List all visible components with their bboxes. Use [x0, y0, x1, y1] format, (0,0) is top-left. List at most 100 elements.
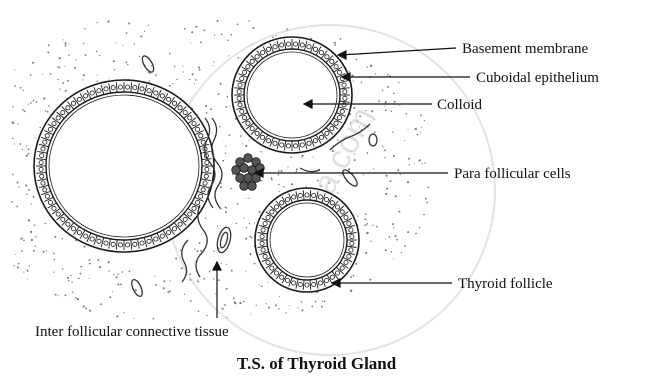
- stipple-dot: [260, 151, 261, 152]
- stipple-dot: [417, 134, 419, 136]
- stipple-dot: [240, 135, 242, 137]
- stipple-dot: [89, 278, 90, 279]
- stipple-dot: [85, 54, 87, 56]
- stipple-dot: [70, 275, 71, 276]
- stipple-dot: [25, 184, 27, 186]
- stipple-dot: [108, 261, 110, 263]
- stipple-dot: [424, 162, 425, 163]
- stipple-dot: [22, 109, 24, 111]
- stipple-dot: [144, 31, 145, 32]
- stipple-dot: [80, 273, 82, 275]
- stipple-dot: [23, 90, 24, 91]
- stipple-dot: [140, 36, 142, 38]
- stipple-dot: [24, 110, 26, 112]
- stipple-dot: [39, 127, 41, 129]
- stipple-dot: [400, 174, 401, 175]
- stipple-dot: [62, 238, 63, 239]
- stipple-dot: [392, 131, 393, 132]
- stipple-dot: [289, 305, 290, 306]
- stipple-dot: [383, 147, 384, 148]
- stipple-dot: [122, 271, 124, 273]
- stipple-dot: [415, 233, 417, 235]
- stipple-dot: [271, 177, 273, 179]
- stipple-dot: [194, 83, 195, 84]
- parafollicular-cell: [244, 154, 253, 163]
- stipple-dot: [365, 213, 367, 215]
- stipple-dot: [245, 145, 247, 147]
- stipple-dot: [248, 140, 249, 141]
- stipple-dot: [370, 241, 371, 242]
- thyroid-follicle-large: [34, 80, 214, 252]
- stipple-dot: [339, 38, 341, 40]
- label-para-follicular-cells: Para follicular cells: [454, 166, 571, 182]
- stipple-dot: [19, 143, 21, 145]
- stipple-dot: [248, 198, 249, 199]
- stipple-dot: [409, 195, 410, 196]
- stipple-dot: [36, 101, 38, 103]
- stipple-dot: [422, 163, 423, 164]
- stipple-dot: [249, 236, 251, 238]
- stipple-dot: [243, 218, 244, 219]
- stipple-dot: [216, 20, 218, 22]
- stipple-dot: [392, 223, 394, 225]
- stipple-dot: [57, 79, 59, 81]
- stipple-dot: [68, 280, 70, 282]
- stipple-dot: [251, 313, 252, 314]
- stipple-dot: [154, 276, 155, 277]
- stipple-dot: [349, 71, 350, 72]
- stipple-dot: [45, 223, 47, 225]
- stipple-dot: [62, 268, 63, 269]
- stipple-dot: [301, 301, 302, 302]
- stipple-dot: [83, 43, 84, 44]
- stipple-dot: [32, 62, 34, 64]
- stipple-dot: [265, 303, 266, 304]
- stipple-dot: [395, 195, 397, 197]
- label-thyroid-follicle: Thyroid follicle: [458, 276, 553, 292]
- stipple-dot: [382, 90, 383, 91]
- stipple-dot: [30, 74, 32, 76]
- stipple-dot: [237, 23, 239, 25]
- stipple-dot: [261, 285, 263, 287]
- stipple-dot: [385, 249, 387, 251]
- stipple-dot: [152, 318, 154, 320]
- stipple-dot: [116, 276, 118, 278]
- stipple-dot: [176, 79, 177, 80]
- stipple-dot: [297, 307, 298, 308]
- stipple-dot: [371, 110, 373, 112]
- stipple-dot: [272, 36, 274, 38]
- stipple-dot: [382, 145, 383, 146]
- stipple-dot: [35, 246, 36, 247]
- stipple-dot: [322, 300, 323, 301]
- stipple-dot: [199, 69, 201, 71]
- stipple-dot: [268, 282, 269, 283]
- stipple-dot: [229, 134, 231, 136]
- stipple-dot: [229, 105, 230, 106]
- stipple-dot: [200, 250, 202, 252]
- thyroid-follicle-bottom: [255, 188, 359, 292]
- stipple-dot: [181, 267, 183, 269]
- stipple-dot: [198, 66, 200, 68]
- stipple-dot: [48, 106, 49, 107]
- stipple-dot: [203, 29, 205, 31]
- stipple-dot: [365, 252, 367, 254]
- parafollicular-cell: [244, 174, 253, 183]
- stipple-dot: [205, 105, 207, 107]
- stipple-dot: [394, 101, 396, 103]
- stipple-dot: [407, 231, 409, 233]
- stipple-dot: [65, 90, 67, 92]
- stipple-dot: [215, 293, 216, 294]
- stipple-dot: [16, 206, 18, 208]
- stipple-dot: [218, 279, 220, 281]
- stipple-dot: [409, 164, 410, 165]
- stipple-dot: [28, 148, 30, 150]
- stipple-dot: [169, 290, 171, 292]
- stipple-dot: [35, 137, 36, 138]
- stipple-dot: [217, 226, 218, 227]
- stipple-dot: [68, 54, 69, 55]
- stipple-dot: [324, 301, 326, 303]
- stipple-dot: [237, 57, 239, 59]
- stipple-dot: [125, 61, 127, 63]
- stipple-dot: [246, 227, 247, 228]
- stipple-dot: [408, 158, 410, 160]
- stipple-dot: [421, 127, 422, 128]
